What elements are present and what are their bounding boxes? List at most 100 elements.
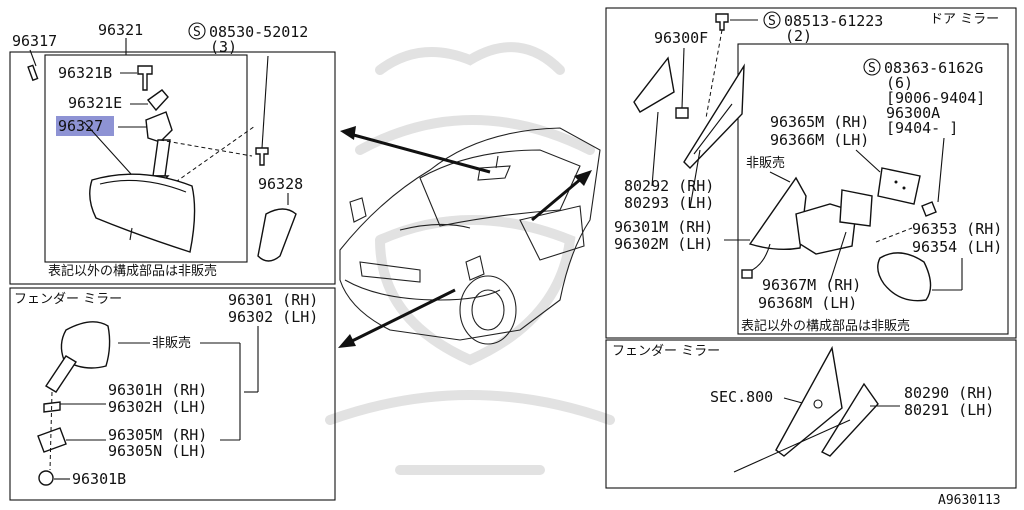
leader-96367M xyxy=(829,231,847,283)
door-outer-frame xyxy=(605,7,1017,339)
fender-mirror-stalk xyxy=(45,355,77,393)
garnish-hole xyxy=(813,399,823,409)
dash-cover xyxy=(875,227,913,243)
leader-80293 xyxy=(689,149,701,209)
leader-screw2 xyxy=(937,137,945,203)
garnish-80292 xyxy=(633,56,675,113)
car-door xyxy=(519,205,585,261)
label-screw-code: 08530-52012 xyxy=(209,23,308,41)
connector-icon xyxy=(741,269,753,279)
car-bumper xyxy=(344,279,501,301)
bolt-96321B xyxy=(137,65,153,91)
rearview-inner-frame xyxy=(44,54,248,263)
door-title: ドア ミラー xyxy=(930,12,999,27)
rearview-mirror-body xyxy=(89,173,196,253)
label-96321: 96321 xyxy=(98,21,143,39)
clip-96300F xyxy=(675,107,689,119)
car-right-mirror xyxy=(465,255,485,281)
clip-96321E xyxy=(146,89,169,112)
leader-96365M xyxy=(855,149,881,173)
s-marker-letter: S xyxy=(193,25,201,40)
screw-door-icon xyxy=(921,201,937,217)
fender-mirror-section: フェンダー ミラー 96301 (RH) 96302 (LH) 非販売 9630… xyxy=(9,287,336,501)
label-80292: 80292 (RH) xyxy=(624,177,714,195)
pin-96317 xyxy=(27,64,39,82)
label-96368M: 96368M (LH) xyxy=(758,294,857,312)
label-96301rh: 96301 (RH) xyxy=(228,291,318,309)
car-front-wheel xyxy=(459,275,517,345)
label-96365M: 96365M (RH) xyxy=(770,113,869,131)
car-left-mirror xyxy=(349,197,367,223)
arrow-to-fender xyxy=(349,288,456,344)
fender-garnish-section: フェンダー ミラー SEC.800 80290 (RH) 80291 (LH) xyxy=(605,339,1017,489)
highlight-box xyxy=(56,116,114,136)
arrow-to-rearview xyxy=(349,132,491,174)
garnish-sec800 xyxy=(775,345,843,457)
car-grille xyxy=(359,261,421,283)
arrow-head-door xyxy=(574,170,592,186)
label-96367M: 96367M (RH) xyxy=(762,276,861,294)
label-96327: 96327 xyxy=(58,117,103,135)
dash-screw xyxy=(159,139,253,157)
label-96300A: 96300A xyxy=(886,104,940,122)
label-screw1-qty: (2) xyxy=(785,27,812,45)
glass-dot-1 xyxy=(894,180,898,184)
pointer-arrows xyxy=(338,126,592,348)
nut-96301B xyxy=(38,470,54,486)
label-80291: 80291 (LH) xyxy=(904,401,994,419)
label-80293: 80293 (LH) xyxy=(624,194,714,212)
label-96301M: 96301M (RH) xyxy=(614,218,713,236)
s-marker-door-letter: S xyxy=(768,14,776,29)
fender2-frame xyxy=(605,339,1017,489)
s-marker-icon xyxy=(188,22,206,40)
garnish-inner xyxy=(683,63,745,169)
leader-door-not-sold xyxy=(769,171,791,183)
label-screw-qty: (3) xyxy=(210,38,237,56)
door-not-sold: 非販売 xyxy=(746,155,785,171)
arrow-to-door xyxy=(531,176,583,222)
screw-icon xyxy=(255,147,269,166)
car-front-hub xyxy=(471,289,505,331)
label-96317: 96317 xyxy=(12,32,57,50)
cover-96328 xyxy=(257,208,297,262)
label-range2: [9404- ] xyxy=(886,119,958,137)
label-range1: [9006-9404] xyxy=(886,89,985,107)
base-96305 xyxy=(37,427,67,453)
fender-frame xyxy=(9,287,336,501)
car-mirror-stem xyxy=(495,155,499,169)
door-note: 表記以外の構成部品は非販売 xyxy=(741,318,910,334)
label-sec800: SEC.800 xyxy=(710,388,773,406)
glass-96365M xyxy=(877,167,921,205)
fender-not-sold: 非販売 xyxy=(152,335,191,351)
label-96301B: 96301B xyxy=(72,470,126,488)
fender2-title: フェンダー ミラー xyxy=(612,344,720,359)
car-body xyxy=(339,127,601,341)
arrow-head-rearview xyxy=(340,126,356,140)
watermark-emblem xyxy=(325,42,615,475)
mirror-edge xyxy=(99,179,187,193)
fender-title: フェンダー ミラー xyxy=(14,292,122,307)
door-mirror-section: ドア ミラー S 08513-61223 (2) 96300F S 08363-… xyxy=(605,7,1017,339)
leader-80292 xyxy=(651,111,659,187)
screw-top-icon xyxy=(715,13,729,31)
label-screw1: 08513-61223 xyxy=(784,12,883,30)
rearview-outer-frame xyxy=(9,51,336,285)
stem-96327 xyxy=(152,139,171,177)
label-96321B: 96321B xyxy=(58,64,112,82)
label-96354: 96354 (LH) xyxy=(912,238,1002,256)
rearview-note: 表記以外の構成部品は非販売 xyxy=(48,263,217,279)
cover-96353 xyxy=(877,252,932,302)
label-96328: 96328 xyxy=(258,175,303,193)
garnish-base-line xyxy=(733,419,851,473)
label-96305N: 96305N (LH) xyxy=(108,442,207,460)
car-illustration xyxy=(339,127,601,345)
label-96353: 96353 (RH) xyxy=(912,220,1002,238)
diagram-id: A9630113 xyxy=(938,493,1001,508)
rearview-mirror-section: 96317 96321 S 08530-52012 (3) 96321B 963… xyxy=(9,21,336,285)
dash-fender xyxy=(49,391,53,471)
leader-96317 xyxy=(29,49,37,67)
leader-screw xyxy=(261,55,269,149)
label-screw2: 08363-6162G xyxy=(884,59,983,77)
door-inner-frame xyxy=(737,43,1009,335)
